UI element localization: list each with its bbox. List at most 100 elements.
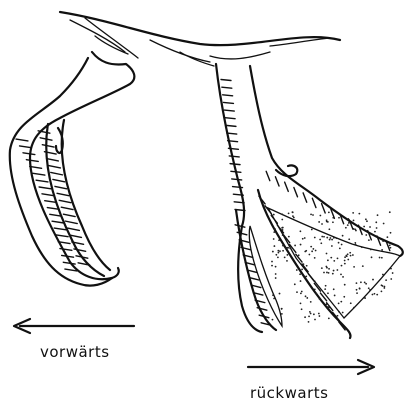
web-stipple-dot xyxy=(321,267,323,269)
web-stipple-dot xyxy=(327,292,329,294)
left-leg-scales xyxy=(16,131,90,271)
web-stipple-dot xyxy=(323,236,325,238)
web-stipple-dot xyxy=(278,239,280,241)
web-stipple-dot xyxy=(355,230,357,232)
web-stipple-dot xyxy=(347,259,349,261)
scale-mark xyxy=(227,133,237,134)
web-stipple-dot xyxy=(325,285,327,287)
web-stipple-dot xyxy=(271,265,273,267)
web-stipple-dot xyxy=(330,257,332,259)
forward-arrow xyxy=(14,319,134,333)
web-stipple-dot xyxy=(305,275,307,277)
web-stipple-dot xyxy=(363,226,365,228)
web-stipple-dot xyxy=(328,228,330,230)
web-stipple-dot xyxy=(350,302,352,304)
web-stipple-dot xyxy=(364,282,366,284)
web-stipple-dot xyxy=(347,253,349,255)
web-stipple-dot xyxy=(348,238,350,240)
web-stipple-dot xyxy=(390,268,392,270)
web-stipple-dot xyxy=(311,229,313,231)
scale-mark xyxy=(229,156,239,157)
web-stipple-dot xyxy=(336,237,338,239)
web-stipple-dot xyxy=(348,222,350,224)
web-stipple-dot xyxy=(278,252,280,254)
web-stipple-dot xyxy=(315,292,317,294)
web-stipple-dot xyxy=(336,269,338,271)
web-stipple-dot xyxy=(310,301,312,303)
web-stipple-dot xyxy=(275,266,277,268)
web-stipple-dot xyxy=(274,228,276,230)
scale-mark xyxy=(16,139,28,141)
web-stipple-dot xyxy=(352,254,354,256)
web-stipple-dot xyxy=(333,237,335,239)
web-stipple-dot xyxy=(328,268,330,270)
web-stipple-dot xyxy=(300,244,302,246)
web-stipple-dot xyxy=(326,221,328,223)
web-stipple-dot xyxy=(349,252,351,254)
scale-mark xyxy=(275,177,279,186)
web-stipple-dot xyxy=(286,260,288,262)
web-stipple-dot xyxy=(386,236,388,238)
web-stipple-dot xyxy=(306,297,308,299)
web-stipple-dot xyxy=(328,212,330,214)
web-stipple-dot xyxy=(287,247,289,249)
web-stipple-dot xyxy=(343,296,345,298)
scale-mark xyxy=(303,193,307,202)
web-stipple-dot xyxy=(341,265,343,267)
right-leg-backward-stroke xyxy=(216,64,403,338)
web-stipple-dot xyxy=(315,250,317,252)
web-stipple-dot xyxy=(390,247,392,249)
web-stipple-dot xyxy=(281,308,283,310)
web-stipple-dot xyxy=(279,293,281,295)
scale-mark xyxy=(26,160,38,162)
web-stipple-dot xyxy=(369,226,371,228)
scale-mark xyxy=(33,173,45,175)
web-stipple-dot xyxy=(305,295,307,297)
web-stipple-dot xyxy=(301,308,303,310)
web-stipple-dot xyxy=(350,255,352,257)
scale-mark xyxy=(65,221,77,223)
web-stipple-dot xyxy=(370,249,372,251)
web-stipple-dot xyxy=(281,213,283,215)
web-stipple-dot xyxy=(381,284,383,286)
web-stipple-dot xyxy=(341,244,343,246)
web-stipple-dot xyxy=(331,239,333,241)
web-stipple-dot xyxy=(338,217,340,219)
web-stipple-dot xyxy=(333,270,335,272)
web-stipple-dot xyxy=(328,272,330,274)
web-stipple-dot xyxy=(327,259,329,261)
web-stipple-dot xyxy=(275,273,277,275)
scale-mark xyxy=(23,153,35,155)
web-stipple-dot xyxy=(313,313,315,315)
web-stipple-dot xyxy=(314,257,316,259)
web-stipple-dot xyxy=(345,255,347,257)
scale-mark xyxy=(228,148,238,149)
scale-mark xyxy=(234,202,244,203)
web-stipple-dot xyxy=(304,237,306,239)
web-stipple-dot xyxy=(273,298,275,300)
web-stipple-dot xyxy=(286,254,288,256)
web-stipple-dot xyxy=(344,284,346,286)
web-stipple-dot xyxy=(389,244,391,246)
web-stipple-dot xyxy=(392,272,394,274)
scale-mark xyxy=(231,171,241,172)
web-stipple-dot xyxy=(359,287,361,289)
web-stipple-dot xyxy=(279,250,281,252)
scale-mark xyxy=(39,187,51,189)
web-stipple-dot xyxy=(292,215,294,217)
web-stipple-dot xyxy=(342,276,344,278)
web-stipple-dot xyxy=(285,247,287,249)
scale-mark xyxy=(312,198,316,207)
web-stipple-dot xyxy=(339,247,341,249)
web-stipple-dot xyxy=(308,321,310,323)
web-stipple-dot xyxy=(358,213,360,215)
web-stipple-dot xyxy=(347,224,349,226)
web-stipple-dot xyxy=(344,263,346,265)
scale-mark xyxy=(42,194,54,196)
web-stipple-dot xyxy=(282,245,284,247)
web-stipple-dot xyxy=(309,311,311,313)
web-stipple-dot xyxy=(281,227,283,229)
web-stipple-dot xyxy=(362,265,364,267)
scale-mark xyxy=(222,87,232,88)
web-stipple-dot xyxy=(318,313,320,315)
